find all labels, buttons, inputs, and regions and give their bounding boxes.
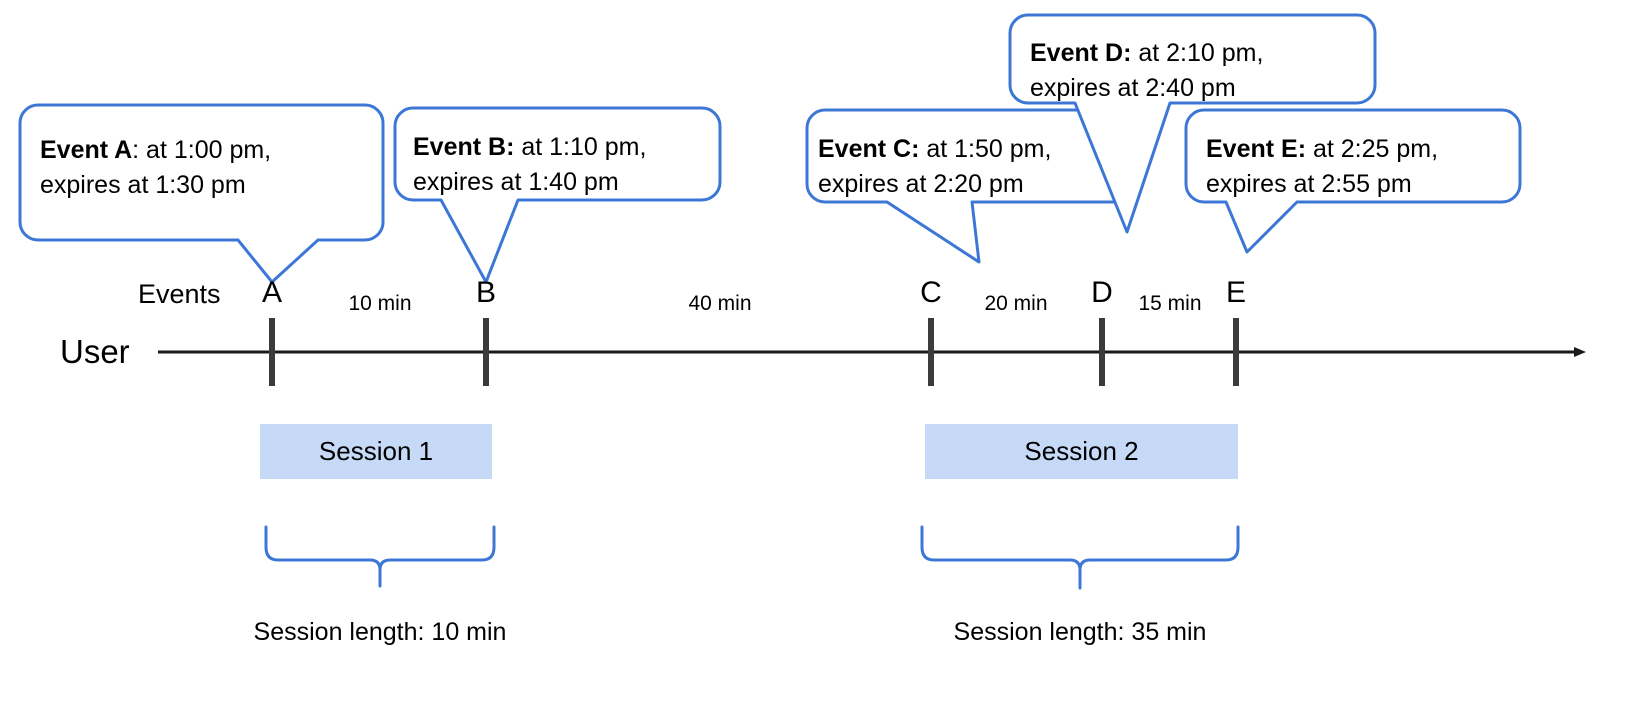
- event-a-line2: expires at 1:30 pm: [40, 171, 246, 199]
- events-label: Events: [138, 279, 221, 309]
- session-1-brace: [264, 525, 496, 588]
- event-d-line1-rest: at 2:10 pm,: [1131, 39, 1264, 67]
- event-c-title: Event C:: [818, 135, 920, 163]
- event-e-line1-rest: at 2:25 pm,: [1306, 135, 1439, 163]
- timeline-row-label: User: [60, 333, 130, 370]
- event-e-line2: expires at 2:55 pm: [1206, 170, 1412, 198]
- event-d-line2: expires at 2:40 pm: [1030, 74, 1236, 102]
- marker-label-d: D: [1091, 276, 1113, 309]
- marker-label-e: E: [1225, 276, 1246, 309]
- session-1-length-label: Session length: 10 min: [253, 618, 507, 646]
- marker-label-a: A: [261, 276, 282, 309]
- event-a-title: Event A: [40, 136, 133, 164]
- event-b-callout-shape[interactable]: [393, 106, 722, 284]
- gap-label-a-b: 10 min: [348, 292, 412, 315]
- event-b-callout-text: Event B: at 1:10 pm, expires at 1:40 pm: [413, 130, 723, 200]
- gap-label-c-d: 20 min: [984, 292, 1048, 315]
- session-2-length-label: Session length: 35 min: [953, 618, 1207, 646]
- event-e-callout-shape[interactable]: [1184, 108, 1522, 254]
- gap-label-b-c: 40 min: [688, 292, 752, 315]
- session-2-box[interactable]: Session 2: [925, 424, 1238, 479]
- event-b-title: Event B:: [413, 133, 515, 161]
- event-c-line1-rest: at 1:50 pm,: [919, 135, 1052, 163]
- event-d-callout-shape[interactable]: [1008, 13, 1377, 234]
- marker-label-c: C: [920, 276, 942, 309]
- marker-label-b: B: [475, 276, 496, 309]
- event-a-callout-shape[interactable]: [18, 103, 385, 284]
- event-c-callout-text: Event C: at 1:50 pm, expires at 2:20 pm: [818, 132, 1138, 202]
- event-d-title: Event D:: [1030, 39, 1132, 67]
- event-b-line2: expires at 1:40 pm: [413, 168, 619, 196]
- event-e-title: Event E:: [1206, 135, 1307, 163]
- event-a-callout-text: Event A: at 1:00 pm, expires at 1:30 pm: [40, 133, 380, 203]
- event-a-line1-rest: : at 1:00 pm,: [132, 136, 272, 164]
- event-b-line1-rest: at 1:10 pm,: [514, 133, 647, 161]
- gap-label-d-e: 15 min: [1138, 292, 1202, 315]
- event-d-callout-text: Event D: at 2:10 pm, expires at 2:40 pm: [1030, 36, 1375, 106]
- session-2-brace: [920, 525, 1240, 590]
- session-2-label: Session 2: [1024, 436, 1139, 466]
- event-e-callout-text: Event E: at 2:25 pm, expires at 2:55 pm: [1206, 132, 1526, 202]
- session-1-label: Session 1: [318, 436, 434, 466]
- session-1-box[interactable]: Session 1: [260, 424, 492, 479]
- event-c-line2: expires at 2:20 pm: [818, 170, 1024, 198]
